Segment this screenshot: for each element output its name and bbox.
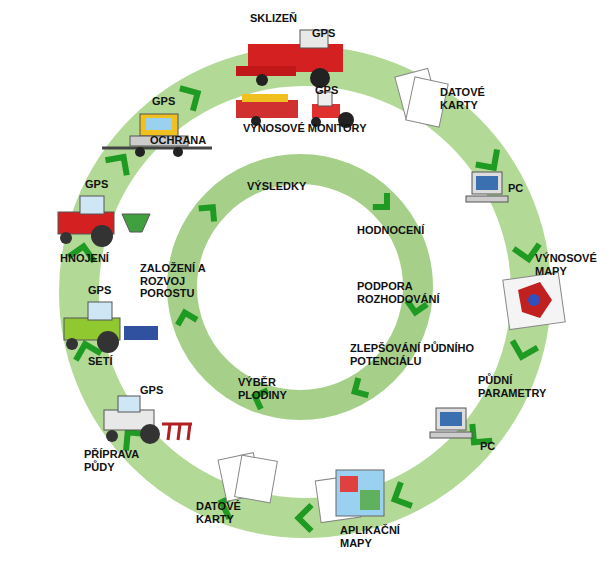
ring-chevron [299, 505, 312, 531]
application-map [315, 470, 384, 523]
label: SKLIZEŇ [250, 12, 297, 25]
ring-chevrons [69, 82, 542, 531]
ring-chevron [105, 150, 134, 176]
label: ZALOŽENÍ A ROZVOJ POROSTU [140, 262, 220, 300]
ring-chevron [373, 193, 394, 214]
ring-chevron [389, 482, 412, 511]
label: VÝSLEDKY [247, 180, 306, 193]
ring-chevron [175, 310, 197, 325]
label: HODNOCENÍ [357, 224, 424, 237]
plough-tractor [104, 396, 192, 444]
label: VÝNOSOVÉ MAPY [535, 252, 603, 277]
label: VÝBĚR PLODINY [238, 376, 294, 401]
label: PŘÍPRAVA PŮDY [84, 448, 150, 473]
label: APLIKAČNÍ MAPY [340, 524, 410, 549]
label: GPS [315, 84, 338, 97]
label: SETÍ [88, 355, 112, 368]
ring-chevron [509, 341, 537, 360]
label: GPS [140, 384, 163, 397]
label: DATOVÉ KARTY [440, 86, 500, 111]
label: ZLEPŠOVÁNÍ PŮDNÍHO POTENCIÁLU [350, 342, 480, 367]
label: VÝNOSOVÉ MONITORY [243, 122, 366, 135]
seeding-tractor [64, 302, 158, 353]
label: PC [480, 440, 495, 453]
label: PODPORA ROZHODOVÁNÍ [357, 280, 457, 305]
ring-chevron [180, 82, 204, 111]
computer [466, 172, 508, 202]
label: PC [508, 182, 523, 195]
label: OCHRANA [150, 134, 206, 147]
data-cards [218, 453, 277, 503]
ring-chevron [350, 378, 369, 400]
label: GPS [85, 178, 108, 191]
outer-ring [79, 66, 531, 518]
label: GPS [312, 27, 335, 40]
fertiliser-tractor [58, 196, 150, 247]
label: GPS [152, 95, 175, 108]
label: DATOVÉ KARTY [196, 500, 256, 525]
yield-map [503, 272, 565, 329]
label: GPS [88, 284, 111, 297]
label: HNOJENÍ [60, 252, 109, 265]
label: PŮDNÍ PARAMETRY [478, 374, 560, 399]
sprayer [102, 114, 212, 157]
ring-chevron [476, 150, 505, 176]
ring-chevron [199, 201, 221, 222]
computer [430, 408, 472, 438]
